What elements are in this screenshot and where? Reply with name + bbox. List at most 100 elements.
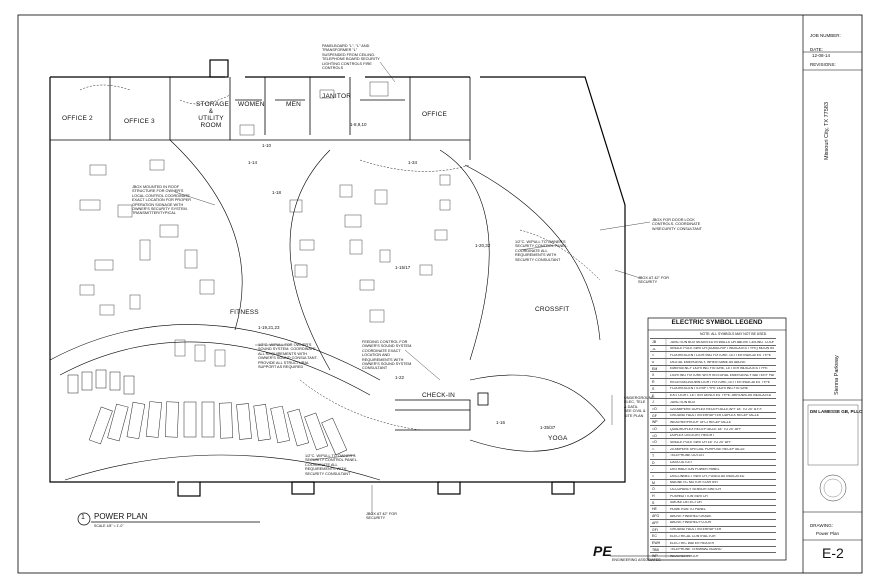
legend-row: AFG ABOVE FINISHED GRADE: [650, 512, 776, 520]
legend-subtitle: NOTE: ALL SYMBOLS MAY NOT BE USED.: [700, 332, 768, 336]
legend-symbol: AFG: [652, 514, 660, 519]
tv-note: JBOX MOUNTED IN ROOF STRUCTURE FOR OWNER…: [132, 185, 191, 216]
legend-symbol: EWH: [652, 540, 661, 545]
legend-symbol: E: [652, 393, 655, 398]
legend-description: PUSHBUTTON SWITCH: [670, 494, 708, 498]
legend-rows: JB JUNCTION BOX MOUNTED IN WALLS OR ABOVE…: [650, 338, 784, 559]
pull-note: 1/2"C. W/PULL FOR OWNER'S SOUND SYSTEM. …: [258, 343, 318, 370]
legend-description: 120 AMPERE DUPLEX RECEPTACLE AFF 18" TO …: [670, 407, 763, 411]
legend-row: J JUNCTION BOX: [650, 398, 776, 406]
legend-description: FLUORESCENT STRIP TYPE LIGHTING FIXTURE: [670, 387, 749, 391]
legend-row: T TELEPHONE OUTLET: [650, 451, 776, 460]
circuit-tag: 1-18: [272, 190, 282, 195]
legend-symbol: HE: [652, 507, 657, 512]
legend-description: GROUND FAULT INTERRUPTER DUPLEX RECEPTAC…: [670, 414, 760, 418]
room-office2: OFFICE 2: [62, 115, 93, 122]
legend-symbol: =O: [652, 427, 657, 432]
project-location: Missouri City, TX 77583: [824, 102, 830, 160]
job-number-label: JOB NUMBER:: [810, 33, 841, 38]
legend-description: DISCONNECT SWITCH, FUSED AS INDICATED: [670, 474, 745, 478]
plan-number: 1: [81, 514, 85, 521]
ceiling-note: JBOX FOR DOOR LOCK CONTROLS. COORDINATE …: [652, 218, 702, 231]
plan-title: POWER PLAN: [94, 512, 148, 521]
circuit-tag: 1-19,21,23: [258, 325, 280, 330]
firm-name: DM LAMESSE GB, PLLC: [810, 409, 863, 414]
engineer-logo: PE: [593, 543, 612, 559]
room-office: OFFICE: [422, 111, 448, 118]
legend-row: JB JUNCTION BOX MOUNTED IN WALLS OR ABOVE…: [650, 338, 776, 346]
legend-description: EMERGENCY LIGHTING FIXTURE, LETTER INDIC…: [670, 367, 768, 371]
legend-description: OCCUPANCY SENSOR SWITCH: [670, 487, 721, 491]
legend-description: MAGNETIC MOTOR STARTER: [670, 481, 718, 485]
legend-symbol: =: [652, 473, 655, 478]
room-women: WOMEN: [238, 101, 265, 108]
legend-description: WEATHERPROOF GFCI RECEPTACLE: [670, 420, 732, 424]
legend-symbol: AFF: [652, 520, 659, 525]
circuit-tag: 1-22: [395, 375, 405, 380]
legend-symbol: R: [652, 380, 655, 385]
legend-row: O OCCUPANCY SENSOR SWITCH: [650, 485, 776, 493]
legend-description: JUNCTION BOX: [670, 400, 696, 404]
legend-description: ELECTRICAL CONTRACTOR: [670, 534, 716, 538]
drawing-label: DRAWING:: [810, 523, 833, 528]
legend-symbol: =O: [652, 440, 657, 445]
legend-description: ABOVE FINISHED GRADE: [670, 514, 712, 518]
room-storage: STORAGE & UTILITY ROOM: [196, 101, 230, 129]
legend-row: EM EMERGENCY LIGHTING FIXTURE, LETTER IND…: [650, 364, 776, 373]
room-checkin: CHECK-IN: [422, 392, 456, 399]
legend-symbol: GFI: [652, 527, 658, 532]
legend-description: ABOVE FINISHED FLOOR: [670, 521, 712, 525]
drawing-name: Power Plan: [816, 531, 840, 536]
plan-number-marker: [77, 512, 91, 526]
legend-symbol: JB: [652, 340, 657, 344]
legend-symbol: M: [652, 480, 655, 485]
legend-symbol: J: [652, 400, 654, 405]
sheet-number: E-2: [822, 545, 844, 561]
jbox-security2: JBOX AT 42" FOR SECURITY: [366, 512, 397, 521]
legend-title-wrap: ELECTRIC SYMBOL LEGEND: [652, 319, 782, 326]
legend-symbol: GF: [652, 413, 657, 418]
legend-row: =20 AMPERE SPECIAL PURPOSE RECEPTACLE: [650, 445, 776, 453]
legend-symbol: O: [652, 487, 655, 492]
project-street: Sienna Parkway: [834, 355, 840, 395]
security-note2: 1/2"C. W/PULL TO OWNER'S SECURITY CONTRO…: [305, 454, 358, 476]
legend-symbol: =: [652, 353, 655, 358]
legend-row: -DISTRIBUTION POWER PANEL: [650, 465, 776, 473]
circuit-tag: 1-20,32: [475, 243, 491, 248]
circuit-tag: 1-16: [496, 420, 506, 425]
legend-symbol: T: [652, 453, 655, 458]
legend-description: EXIT LIGHT. LETTER DENOTES TYPE. ARROWS …: [670, 394, 772, 398]
jbox-security: JBOX AT 42" FOR SECURITY: [638, 276, 669, 285]
legend-description: DATA OUTLET: [670, 461, 693, 465]
room-janitor: JANITOR: [322, 93, 352, 100]
legend-symbol: EM: [652, 366, 658, 371]
legend-description: DIGITAL EMERGENCY, WHEN SAME AS ABOVE: [670, 360, 746, 364]
legend-symbol: -: [652, 467, 654, 472]
building-outline: [49, 59, 626, 497]
legend-symbol: =O: [652, 406, 657, 411]
circuit-tag: 1-14: [248, 160, 258, 165]
legend-row: =O 120 AMPERE DUPLEX RECEPTACLE AFF 18" T…: [650, 404, 776, 413]
legend-row: = FLUORESCENT LIGHTING FIXTURE. LETTER IN…: [650, 351, 776, 359]
legend-description: JUNCTION BOX MOUNTED IN WALLS OR ABOVE C…: [670, 340, 774, 344]
security-note: 1/2"C. W/PULL TO OWNER'S SECURITY CONTRO…: [515, 240, 568, 262]
legend-description: FLUORESCENT LIGHTING FIXTURE. LETTER IND…: [670, 353, 771, 357]
room-office3: OFFICE 3: [124, 118, 155, 125]
legend-description: TELEPHONE OUTLET: [670, 454, 705, 458]
legend-description: 20 AMPERE SPECIAL PURPOSE RECEPTACLE: [670, 447, 745, 451]
engineer-text: ENGINEERING ASSOCIATES: [612, 558, 661, 562]
